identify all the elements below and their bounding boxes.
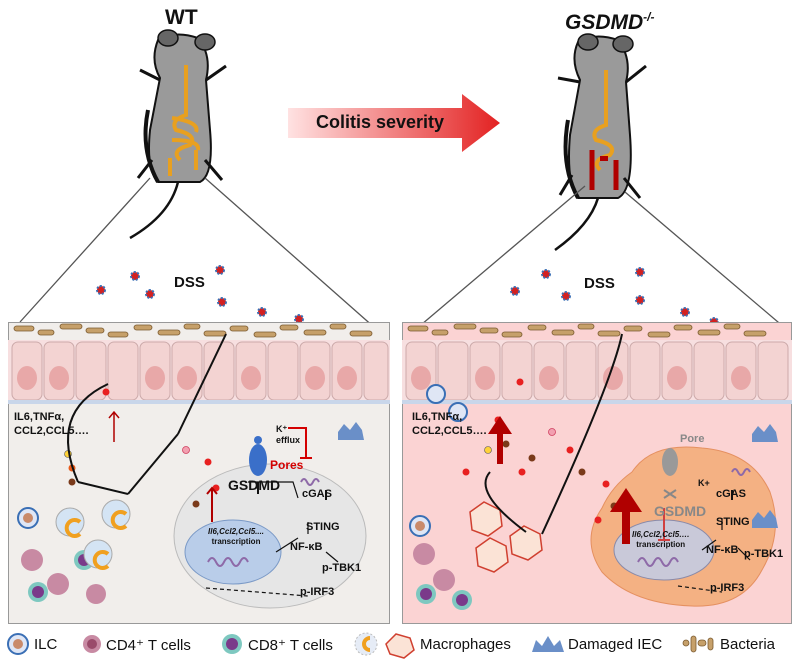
wt-k-label: K⁺ <box>276 424 288 434</box>
wt-mouse <box>129 29 227 240</box>
legend-damaged-iec: Damaged IEC <box>568 636 663 653</box>
legend-ilc-icon <box>7 633 29 655</box>
ko-gsdmd-label: GSDMD <box>654 503 707 519</box>
ko-cytokines: IL6,TNFα, CCL2,CCL5…. <box>412 410 487 438</box>
ko-panel <box>402 322 792 624</box>
wt-ptbk1-label: p-TBK1 <box>322 562 362 574</box>
dss-label-wt: DSS <box>174 274 205 291</box>
legend-ilc: ILC <box>34 636 58 653</box>
wt-immune-cells <box>17 499 131 604</box>
wt-cytokines-line2: CCL2,CCL5…. <box>14 425 89 437</box>
ko-genes: Il6,Ccl2,Ccl5…. <box>632 530 690 539</box>
wt-genes: Il6,Ccl2,Ccl5.... <box>208 527 265 536</box>
legend-bacteria: Bacteria <box>720 636 776 653</box>
wt-sting-label: STING <box>306 521 340 533</box>
ko-cytokines-line1: IL6,TNFα, <box>412 411 463 423</box>
wt-damaged-iec <box>338 422 364 440</box>
ko-transcription-word: transcription <box>636 540 686 549</box>
ko-sting-label: STING <box>716 516 750 528</box>
wt-pathway-arrows <box>67 333 339 597</box>
legend-cd8: CD8⁺ T cells <box>248 637 333 654</box>
ko-nfkb-label: NF-κB <box>706 544 739 556</box>
wt-transcription-word: transcription <box>211 537 261 546</box>
colitis-arrow <box>288 94 500 152</box>
legend-icons <box>7 632 714 659</box>
ko-red-arrow-2 <box>610 488 642 544</box>
legend-bacteria-icon <box>682 635 714 653</box>
wt-gsdmd-protein <box>249 436 267 476</box>
ko-title-sup: -/- <box>643 10 655 24</box>
ko-pathway-arrows <box>484 333 751 593</box>
legend-cd4-icon <box>83 635 101 653</box>
ko-bacteria-layer <box>407 323 767 338</box>
ko-cgas-label: cGAS <box>716 488 746 500</box>
wt-cgas-label: cGAS <box>302 488 332 500</box>
ko-epithelium <box>402 340 792 404</box>
ko-ptbk1-label: p-TBK1 <box>744 548 784 560</box>
ko-pore-label: Pore <box>680 433 705 445</box>
wt-nfkb-label: NF-κB <box>290 541 323 553</box>
ko-pore <box>662 448 678 499</box>
ko-damaged-iec-1 <box>752 424 778 442</box>
wt-efflux-label: efflux <box>276 435 301 445</box>
ko-title-main: GSDMD <box>565 11 644 34</box>
ko-mouse <box>554 33 647 252</box>
wt-cytokines-line1: IL6,TNFα, <box>14 411 65 423</box>
colitis-severity-label: Colitis severity <box>316 112 445 132</box>
legend-cd4: CD4⁺ T cells <box>106 637 191 654</box>
wt-pores-label: Pores <box>270 458 304 472</box>
wt-k-efflux: K⁺ efflux <box>276 424 300 446</box>
legend-damaged-iec-icon <box>532 636 564 652</box>
ko-immune-cells <box>409 384 543 610</box>
ko-transcription: Il6,Ccl2,Ccl5…. transcription <box>632 530 689 550</box>
dss-particles-ko <box>510 267 719 327</box>
dss-label-ko: DSS <box>584 275 615 292</box>
legend-cd8-icon <box>222 634 242 654</box>
wt-title: WT <box>165 6 198 29</box>
ko-damaged-iec-2 <box>752 510 778 528</box>
ko-title: GSDMD-/- <box>565 10 655 35</box>
wt-pirf3-label: p-IRF3 <box>300 586 335 598</box>
wt-epithelium <box>8 340 390 404</box>
ko-kplus-label: K+ <box>698 478 710 488</box>
wt-bacteria-layer <box>13 323 373 338</box>
wt-transcription: Il6,Ccl2,Ccl5.... transcription <box>208 527 264 547</box>
legend-macrophage-icon <box>354 632 415 659</box>
wt-panel <box>8 322 390 624</box>
wt-gsdmd-label: GSDMD <box>228 477 281 493</box>
wt-cytokines: IL6,TNFα, CCL2,CCL5…. <box>14 410 89 438</box>
legend-macrophages: Macrophages <box>420 636 511 653</box>
ko-red-arrow-1 <box>488 416 512 464</box>
top-illustration <box>19 29 786 331</box>
ko-pirf3-label: p-IRF3 <box>710 582 745 594</box>
ko-cytokines-line2: CCL2,CCL5…. <box>412 425 487 437</box>
dss-particles-wt <box>96 265 304 324</box>
